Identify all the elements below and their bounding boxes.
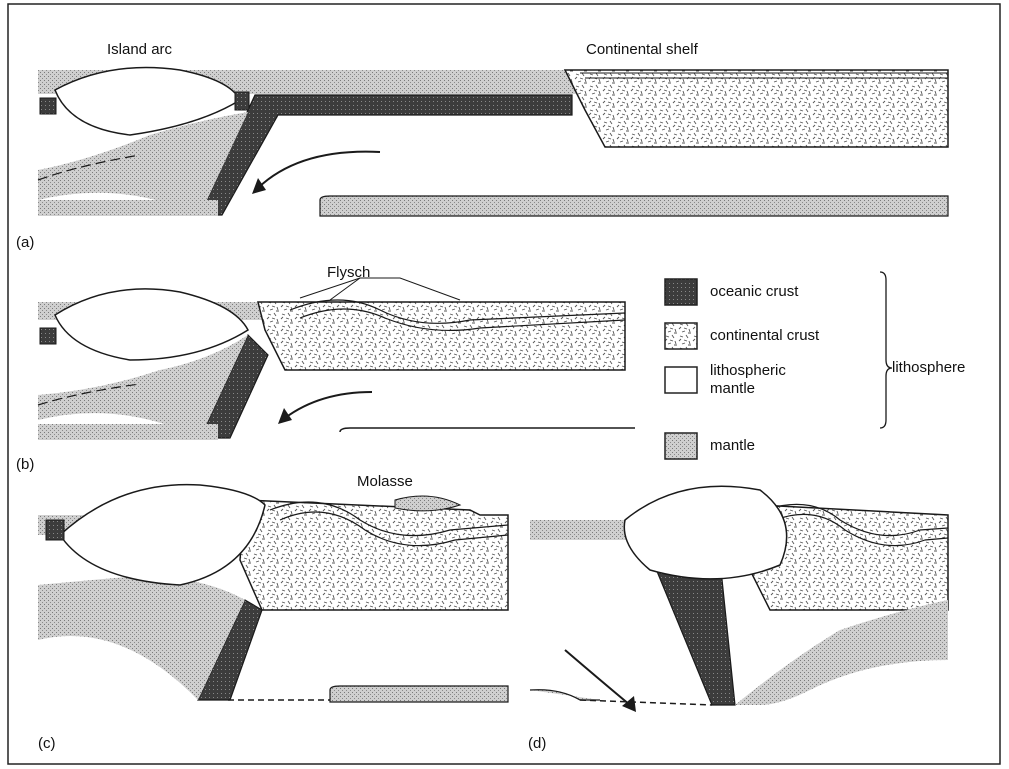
- continental-crust-block: [565, 70, 948, 147]
- label-molasse: Molasse: [357, 473, 413, 490]
- panel-a-drawing: [38, 68, 948, 217]
- legend-label-mantle: mantle: [710, 437, 755, 455]
- legend-label-continental-crust: continental crust: [710, 327, 819, 345]
- island-arc-body-c: [60, 485, 265, 585]
- panel-label-c: (c): [38, 735, 56, 752]
- legend-swatch-lithospheric-mantle-icon: [664, 366, 698, 394]
- panel-b-drawing: [38, 278, 635, 440]
- subduction-arrow-a: [258, 152, 380, 188]
- lithosphere-bracket: [880, 272, 892, 428]
- panel-label-a: (a): [16, 234, 34, 251]
- panel-label-d: (d): [528, 735, 546, 752]
- legend-label-lithospheric-mantle: lithospheric mantle: [710, 362, 786, 398]
- legend-label-oceanic-crust: oceanic crust: [710, 283, 798, 301]
- legend-group-lithosphere: lithosphere: [892, 359, 965, 377]
- island-arc-body-b: [55, 289, 248, 360]
- continental-crust-c: [240, 500, 508, 610]
- label-flysch: Flysch: [327, 264, 370, 281]
- panel-c-drawing: [38, 485, 508, 702]
- legend-swatch-continental-crust-icon: [664, 322, 698, 350]
- label-continental-shelf: Continental shelf: [586, 41, 698, 58]
- subduction-arrow-b: [285, 392, 372, 418]
- legend-swatch-mantle-icon: [664, 432, 698, 460]
- island-arc-body-d: [624, 486, 786, 579]
- lower-mantle-left: [38, 200, 218, 216]
- lower-mantle-right: [320, 196, 948, 216]
- panel-label-b: (b): [16, 456, 34, 473]
- panel-d-drawing: [530, 486, 948, 712]
- continental-crust-b: [258, 302, 625, 370]
- label-island-arc: Island arc: [107, 41, 172, 58]
- legend-swatch-oceanic-crust-icon: [664, 278, 698, 306]
